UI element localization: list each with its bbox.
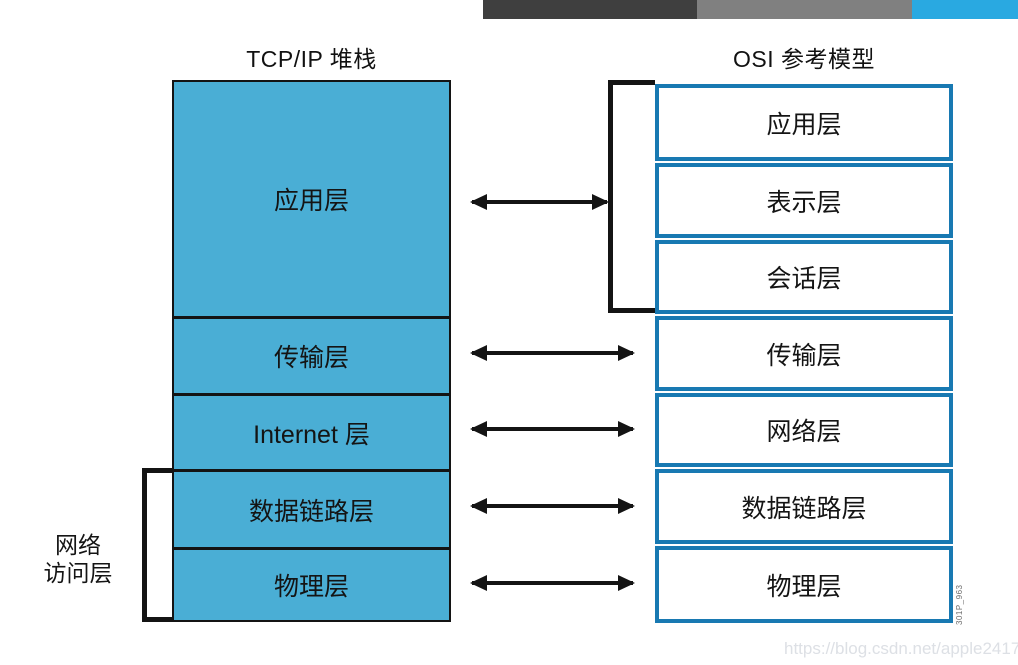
arrowhead-right-icon (592, 194, 609, 210)
arrowhead-left-icon (470, 194, 487, 210)
arrowhead-left-icon (470, 345, 487, 361)
osi-upper-layers-bracket (608, 80, 655, 313)
double-arrow-icon-physical (470, 575, 635, 591)
osi-layer-application: 应用层 (655, 84, 953, 161)
tcpip-stack-title: TCP/IP 堆栈 (246, 46, 377, 72)
top-bar-blue-segment (912, 0, 1018, 19)
top-bar-dark-segment (483, 0, 697, 19)
tcpip-layer-datalink: 数据链路层 (174, 469, 449, 547)
osi-layer-datalink: 数据链路层 (655, 469, 953, 544)
osi-layer-network: 网络层 (655, 393, 953, 467)
double-arrow-icon-datalink (470, 498, 635, 514)
double-arrow-icon-application (470, 194, 609, 210)
osi-model-title: OSI 参考模型 (732, 46, 875, 72)
arrowhead-left-icon (470, 421, 487, 437)
tcpip-layer-transport: 传输层 (174, 316, 449, 393)
double-arrow-icon-transport (470, 345, 635, 361)
arrowhead-right-icon (618, 575, 635, 591)
arrowhead-left-icon (470, 575, 487, 591)
network-access-label-line1: 网络 (55, 532, 101, 558)
tcpip-stack-box: 应用层 传输层 Internet 层 数据链路层 物理层 (172, 80, 451, 622)
network-access-bracket (142, 468, 172, 622)
figure-id-label: 301P_963 (955, 584, 964, 625)
osi-layer-physical: 物理层 (655, 546, 953, 623)
tcpip-layer-internet: Internet 层 (174, 393, 449, 469)
osi-layer-session: 会话层 (655, 240, 953, 314)
arrowhead-right-icon (618, 498, 635, 514)
watermark-text: https://blog.csdn.net/apple2417 (784, 639, 1018, 658)
osi-layer-presentation: 表示层 (655, 163, 953, 238)
double-arrow-icon-internet (470, 421, 635, 437)
arrowhead-right-icon (618, 421, 635, 437)
osi-layer-transport: 传输层 (655, 316, 953, 391)
tcpip-layer-application: 应用层 (273, 187, 349, 215)
arrowhead-right-icon (618, 345, 635, 361)
network-access-label-line2: 访问层 (43, 560, 113, 586)
top-bar-gray-segment (697, 0, 912, 19)
arrowhead-left-icon (470, 498, 487, 514)
tcpip-layer-physical: 物理层 (174, 547, 449, 620)
network-access-label: 网络 访问层 (18, 531, 138, 587)
